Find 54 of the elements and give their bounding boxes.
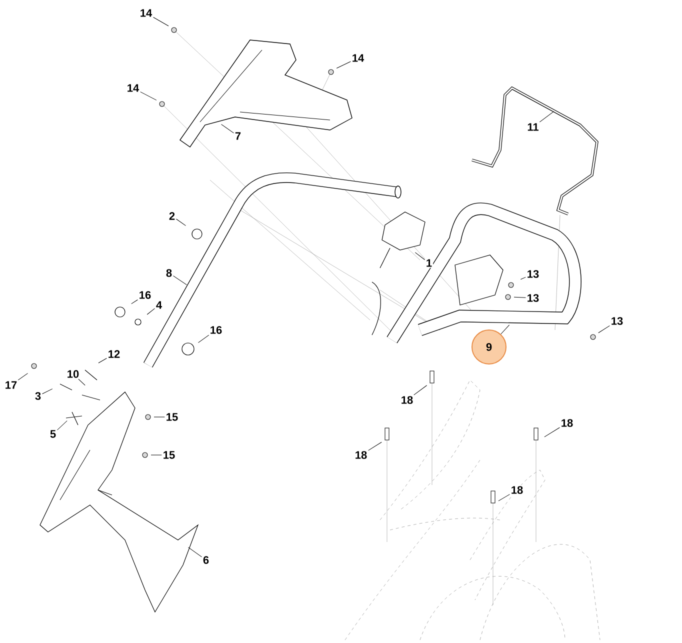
callout-number: 15 <box>162 450 176 460</box>
callout-number: 17 <box>4 380 18 390</box>
leader-line <box>221 124 234 134</box>
leader-line <box>146 308 155 315</box>
leader-line <box>198 334 210 343</box>
callout-number: 14 <box>126 83 140 93</box>
leader-line <box>520 276 526 280</box>
callout-number: 15 <box>164 412 180 422</box>
callout-number: 14 <box>350 53 366 63</box>
callout-number: 2 <box>168 211 176 221</box>
highlighted-callout: 9 <box>472 330 506 364</box>
callout-number: 13 <box>610 316 624 326</box>
leader-line <box>414 385 428 396</box>
leader-line <box>78 378 86 386</box>
callout-number: 13 <box>526 293 540 303</box>
callout-number: 16 <box>138 290 152 300</box>
leader-line <box>140 92 157 100</box>
leader-line <box>153 16 169 26</box>
leader-line <box>414 252 425 260</box>
leader-line <box>500 324 510 334</box>
callout-number: 5 <box>48 429 58 439</box>
leader-line <box>498 494 510 502</box>
leader-line <box>18 373 28 380</box>
leader-line <box>42 388 53 394</box>
leader-line <box>57 420 68 430</box>
leader-line <box>98 358 107 364</box>
leader-line <box>131 300 138 304</box>
callout-number: 11 <box>526 122 540 132</box>
callout-number: 16 <box>208 325 224 335</box>
leader-line <box>173 276 187 286</box>
callout-number: 18 <box>354 450 368 460</box>
leader-line <box>336 61 351 69</box>
leader-line <box>544 427 560 438</box>
callout-number: 18 <box>400 395 414 405</box>
callout-number: 18 <box>560 418 574 428</box>
leader-line <box>176 218 186 226</box>
leader-line <box>188 547 202 558</box>
leader-line <box>598 325 610 334</box>
callout-number: 10 <box>66 369 80 379</box>
callout-number: 8 <box>164 268 174 278</box>
callout-number: 4 <box>154 300 164 310</box>
callout-number: 7 <box>234 131 242 141</box>
leader-line <box>150 454 162 456</box>
callout-number: 14 <box>138 8 154 18</box>
leader-line <box>368 442 382 451</box>
callout-number: 12 <box>106 349 122 359</box>
leader-line <box>514 296 526 298</box>
callout-number: 18 <box>510 485 524 495</box>
callout-number: 13 <box>526 269 540 279</box>
callout-number: 3 <box>34 391 42 401</box>
callout-number: 1 <box>424 258 434 268</box>
leader-line <box>539 111 554 122</box>
leader-line <box>154 416 165 418</box>
callout-number: 6 <box>202 555 210 565</box>
